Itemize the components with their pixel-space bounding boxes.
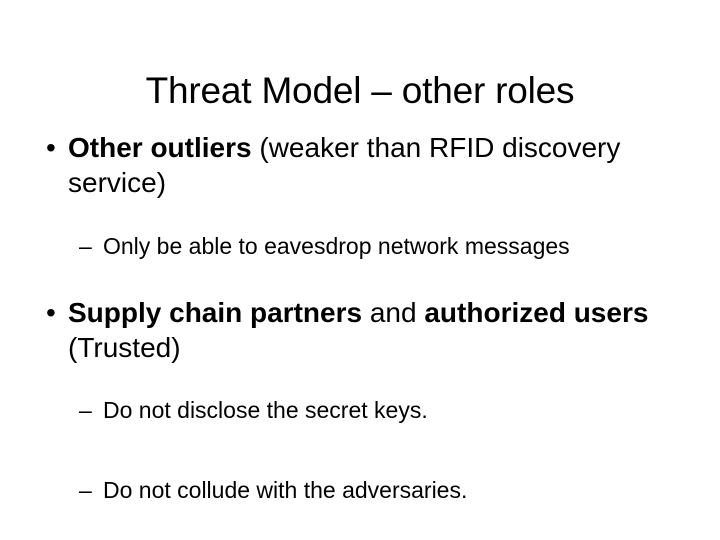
slide-body: • Other outliers (weaker than RFID discov…: [0, 130, 720, 529]
spacer: [0, 365, 720, 372]
subbullet-item-collude-adversaries: –Do not collude with the adversaries.: [0, 475, 720, 506]
subbullet-text: Do not collude with the adversaries.: [103, 477, 468, 503]
bullet-middle-text: and: [362, 297, 425, 328]
bullet-rest-text: (weaker than RFID discovery service): [68, 132, 621, 198]
bullet-bold-lead: Supply chain partners: [68, 297, 363, 328]
subbullet-text: Only be able to eavesdrop network messag…: [103, 233, 570, 259]
spacer: [0, 449, 720, 452]
bullet-dot-icon: •: [46, 297, 56, 328]
subbullet-item-disclose-keys: –Do not disclose the secret keys.: [0, 395, 720, 426]
subbullet-item-eavesdrop: –Only be able to eavesdrop network messa…: [0, 231, 720, 262]
spacer: [0, 285, 720, 295]
bullet-item-other-outliers: • Other outliers (weaker than RFID discov…: [0, 130, 720, 200]
spacer: [0, 200, 720, 208]
bullet-bold-lead: Other outliers: [68, 132, 252, 163]
bullet-rest-text: (Trusted): [68, 332, 181, 363]
bullet-bold-tail: authorized users: [424, 297, 649, 328]
bullet-dash-icon: –: [79, 233, 92, 259]
bullet-item-supply-chain-partners: • Supply chain partners and authorized us…: [0, 295, 720, 365]
subbullet-text: Do not disclose the secret keys.: [103, 397, 428, 423]
bullet-dash-icon: –: [79, 397, 92, 423]
bullet-dash-icon: –: [79, 477, 92, 503]
slide-title: Threat Model – other roles: [145, 69, 575, 111]
bullet-dot-icon: •: [46, 132, 56, 163]
